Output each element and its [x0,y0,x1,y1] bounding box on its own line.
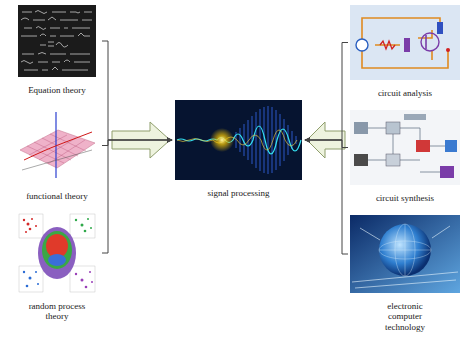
bracket-connector [102,140,172,146]
picture-node: functional theory [12,108,102,201]
bracket-connector [102,140,172,253]
picture-node: electronic computer technology [348,215,462,332]
picture-node: Equation theory [12,5,102,95]
node-label: circuit analysis [350,88,460,98]
picture-area [348,215,462,293]
picture-area [12,213,102,293]
picture-area [12,108,102,183]
bracket-connector [305,140,348,254]
picture-node: random process theory [12,213,102,322]
surface-plot-picture [18,108,96,183]
node-label: functional theory [13,191,101,201]
picture-node: signal processing [172,100,305,198]
chalkboard-picture [18,5,96,77]
block-diagram-picture [350,110,460,185]
node-label: Equation theory [13,85,101,95]
picture-area [172,100,305,180]
bracket-connector [102,41,172,140]
node-label: electronic computer technology [376,301,434,332]
picture-node: circuit analysis [348,5,462,98]
picture-area [348,5,462,80]
signal-wave-picture [175,100,302,180]
computer-globe-picture [350,215,460,293]
random-scatter-picture [18,213,96,293]
node-label: signal processing [174,188,304,198]
node-label: circuit synthesis [350,193,460,203]
picture-area [348,110,462,185]
circuit-schematic-picture [350,5,460,80]
picture-area [12,5,102,77]
picture-node: circuit synthesis [348,110,462,203]
node-label: random process theory [17,301,97,322]
bracket-connector [305,43,348,141]
